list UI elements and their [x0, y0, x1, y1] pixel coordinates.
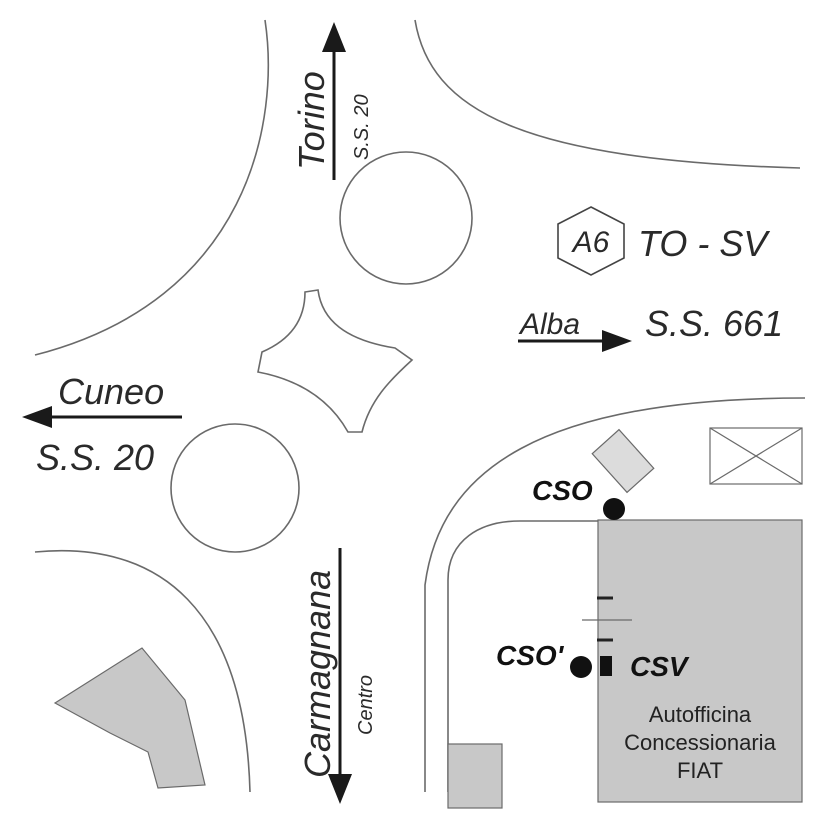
a6-route-label: TO - SV — [638, 223, 770, 264]
carmagnana-label: Carmagnana — [297, 570, 338, 778]
torino-label: Torino — [291, 71, 332, 170]
ss661-label: S.S. 661 — [645, 303, 783, 344]
arrow-north-torino — [322, 22, 346, 180]
arrow-south-carmagnana — [328, 548, 352, 804]
cso-label: CSO — [532, 475, 593, 506]
crossed-box-structure — [709, 427, 803, 485]
roundabout-central-island — [257, 289, 414, 433]
fiat-dealership-building — [597, 519, 803, 803]
road-edge-southwest — [34, 550, 251, 793]
building-label-line1: Autofficina — [649, 702, 752, 727]
cso-marker — [603, 498, 625, 520]
small-building-bottom — [447, 743, 503, 809]
a6-shield-icon — [557, 206, 625, 276]
building-label-line2: Concessionaria — [624, 730, 776, 755]
building-southwest — [53, 647, 206, 789]
a6-shield-label: A6 — [571, 226, 610, 259]
arrow-west-cuneo — [22, 406, 182, 428]
csv-label: CSV — [630, 651, 690, 682]
kiosk-building — [591, 428, 655, 494]
building-label-line3: FIAT — [677, 758, 723, 783]
road-edge-southeast-outer — [424, 397, 806, 792]
cso-prime-label: CSO' — [496, 640, 565, 671]
roundabout-island-south — [170, 423, 300, 553]
road-edge-northwest — [34, 19, 270, 356]
ss20-north-label: S.S. 20 — [351, 94, 373, 160]
cso-prime-marker — [570, 656, 592, 678]
road-edge-northeast — [414, 19, 801, 169]
roundabout-island-north — [339, 151, 473, 285]
ss20-west-label: S.S. 20 — [36, 437, 154, 478]
road-edge-southeast-inner — [447, 520, 600, 792]
cuneo-label: Cuneo — [58, 371, 164, 412]
csv-marker — [600, 656, 612, 676]
alba-label: Alba — [518, 308, 580, 341]
arrow-east-alba — [518, 330, 632, 352]
centro-label: Centro — [355, 675, 377, 735]
